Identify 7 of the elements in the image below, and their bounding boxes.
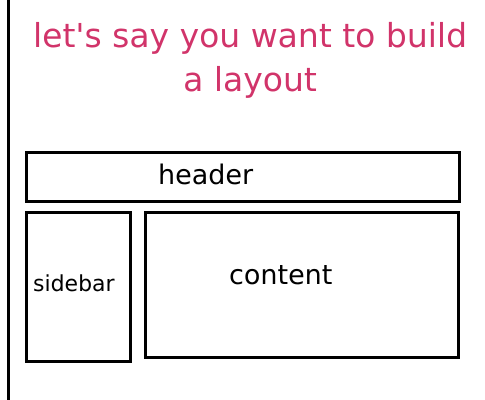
header-box: [25, 151, 461, 203]
title: let's say you want to build a layout: [32, 15, 468, 101]
box-label: header: [158, 160, 254, 191]
sidebar-box: [25, 211, 132, 363]
content-box: [144, 211, 460, 359]
box-label: sidebar: [33, 272, 115, 297]
box-label: content: [229, 260, 332, 291]
